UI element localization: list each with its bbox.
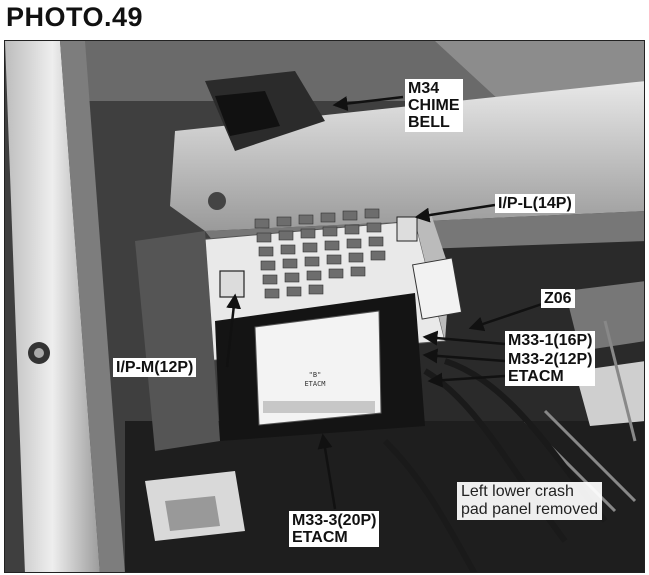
- note-panel-removed: Left lower crash pad panel removed: [457, 482, 602, 520]
- label-m34-line2: CHIME: [408, 97, 460, 114]
- label-ip-m-text: I/P-M(12P): [116, 359, 194, 376]
- label-m33-3-etacm: M33-3(20P) ETACM: [289, 511, 380, 547]
- label-m33-1: M33-1(16P): [505, 331, 596, 350]
- label-m33-2-line1: M33-2(12P): [508, 351, 593, 368]
- label-m33-3-line1: M33-3(20P): [292, 512, 377, 529]
- label-m33-2-line2: ETACM: [508, 368, 564, 385]
- label-ip-l: I/P-L(14P): [495, 194, 575, 213]
- photo-frame: "B" ETACM M34 CHIME BELL I/P-L(14P) Z06 …: [4, 40, 645, 573]
- label-m34-chime-bell: M34 CHIME BELL: [405, 79, 463, 132]
- label-m34-line3: BELL: [408, 114, 450, 131]
- label-m34-line1: M34: [408, 80, 440, 97]
- label-m33-1-text: M33-1(16P): [508, 332, 593, 349]
- label-z06: Z06: [541, 289, 575, 308]
- label-m33-3-line2: ETACM: [292, 529, 348, 546]
- label-ip-m: I/P-M(12P): [113, 358, 197, 377]
- photo-title: PHOTO.49: [6, 2, 144, 32]
- dashboard-photo: [5, 41, 644, 572]
- label-m33-2-etacm: M33-2(12P) ETACM: [505, 350, 596, 386]
- label-z06-text: Z06: [544, 290, 572, 307]
- etacm-module-label: "B" ETACM: [280, 371, 350, 389]
- note-line1: Left lower crash: [461, 483, 574, 500]
- label-ip-l-text: I/P-L(14P): [498, 195, 572, 212]
- note-line2: pad panel removed: [461, 501, 598, 518]
- etacm-module-label-line2: ETACM: [304, 380, 326, 388]
- etacm-module-label-line1: "B": [308, 371, 322, 379]
